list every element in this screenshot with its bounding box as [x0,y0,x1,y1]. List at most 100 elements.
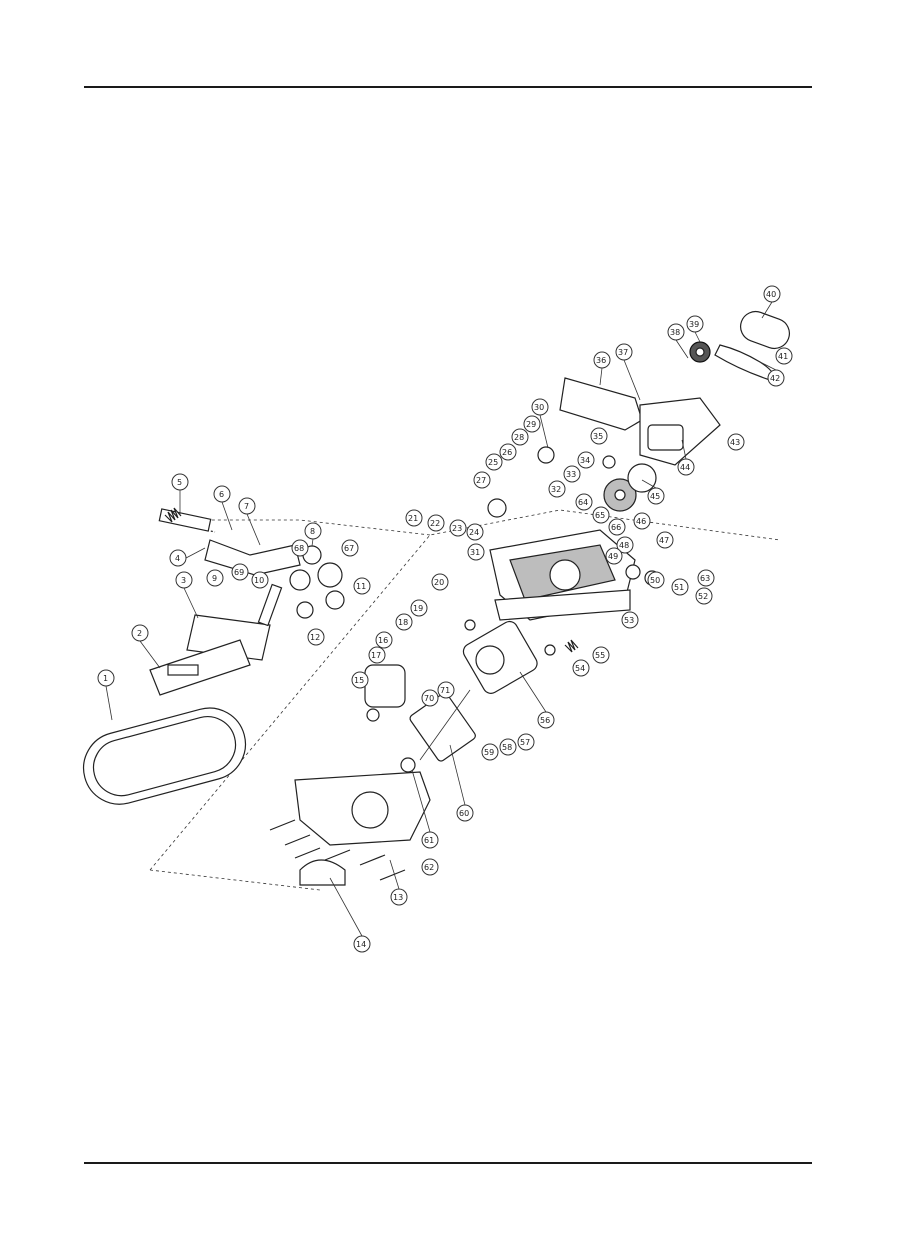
callout-60: 60 [457,805,473,821]
motor-housing [490,530,635,620]
gear-wheel [604,464,656,511]
callout-10: 10 [252,572,268,588]
callout-56: 56 [538,712,554,728]
svg-text:18: 18 [398,618,408,627]
callout-32: 32 [549,481,565,497]
svg-text:1: 1 [103,674,108,683]
callout-51: 51 [672,579,688,595]
callout-36: 36 [594,352,610,368]
callout-29: 29 [524,416,540,432]
callout-57: 57 [518,734,534,750]
callout-19: 19 [411,600,427,616]
svg-text:24: 24 [469,528,479,537]
dust-bag [560,378,642,430]
svg-text:30: 30 [534,403,544,412]
svg-text:7: 7 [244,502,249,511]
svg-text:54: 54 [575,664,585,673]
callout-5: 5 [172,474,188,490]
svg-text:63: 63 [700,574,710,583]
svg-text:56: 56 [540,716,550,725]
svg-text:47: 47 [659,536,669,545]
svg-text:22: 22 [430,519,440,528]
callout-54: 54 [573,660,589,676]
callout-64: 64 [576,494,592,510]
callout-50: 50 [648,572,664,588]
svg-text:59: 59 [484,748,494,757]
callout-52: 52 [696,588,712,604]
svg-text:28: 28 [514,433,524,442]
callout-42: 42 [768,370,784,386]
callout-55: 55 [593,647,609,663]
svg-text:66: 66 [611,523,621,532]
callout-38: 38 [668,324,684,340]
callout-65: 65 [593,507,609,523]
callout-28: 28 [512,429,528,445]
svg-text:55: 55 [595,651,605,660]
svg-text:57: 57 [520,738,530,747]
callout-6: 6 [214,486,230,502]
svg-text:26: 26 [502,448,512,457]
callout-27: 27 [474,472,490,488]
svg-text:45: 45 [650,492,660,501]
lower-housing [295,772,430,885]
callout-23: 23 [450,520,466,536]
svg-text:33: 33 [566,470,576,479]
svg-text:69: 69 [234,568,244,577]
callout-63: 63 [698,570,714,586]
pulley [690,342,710,362]
callout-30: 30 [532,399,548,415]
svg-text:27: 27 [476,476,486,485]
svg-text:64: 64 [578,498,588,507]
svg-text:8: 8 [310,527,315,536]
callout-33: 33 [564,466,580,482]
svg-text:46: 46 [636,517,646,526]
callout-34: 34 [578,452,594,468]
callout-66: 66 [609,519,625,535]
svg-text:2: 2 [137,629,142,638]
svg-text:36: 36 [596,356,606,365]
callout-49: 49 [606,548,622,564]
drive-roller [365,665,405,721]
svg-text:39: 39 [689,320,699,329]
callout-67: 67 [342,540,358,556]
callout-14: 14 [354,936,370,952]
svg-text:38: 38 [670,328,680,337]
callout-68: 68 [292,540,308,556]
callout-2: 2 [132,625,148,641]
svg-text:70: 70 [424,694,434,703]
callout-31: 31 [468,544,484,560]
callout-13: 13 [391,889,407,905]
callout-11: 11 [354,578,370,594]
callout-9: 9 [207,570,223,586]
svg-text:71: 71 [440,686,450,695]
callout-53: 53 [622,612,638,628]
callout-12: 12 [308,629,324,645]
svg-text:49: 49 [608,552,618,561]
callout-24: 24 [467,524,483,540]
callout-21: 21 [406,510,422,526]
callout-71: 71 [438,682,454,698]
callout-44: 44 [678,459,694,475]
callout-41: 41 [776,348,792,364]
callout-47: 47 [657,532,673,548]
svg-text:14: 14 [356,940,366,949]
callout-45: 45 [648,488,664,504]
svg-text:21: 21 [408,514,418,523]
svg-text:17: 17 [371,651,381,660]
svg-text:4: 4 [175,554,180,563]
svg-text:44: 44 [680,463,690,472]
svg-text:20: 20 [434,578,444,587]
callout-7: 7 [239,498,255,514]
svg-text:48: 48 [619,541,629,550]
callout-40: 40 [764,286,780,302]
svg-text:43: 43 [730,438,740,447]
callout-4: 4 [170,550,186,566]
svg-text:15: 15 [354,676,364,685]
svg-text:19: 19 [413,604,423,613]
callout-20: 20 [432,574,448,590]
callout-46: 46 [634,513,650,529]
svg-text:34: 34 [580,456,590,465]
callout-26: 26 [500,444,516,460]
svg-text:16: 16 [378,636,388,645]
callout-25: 25 [486,454,502,470]
